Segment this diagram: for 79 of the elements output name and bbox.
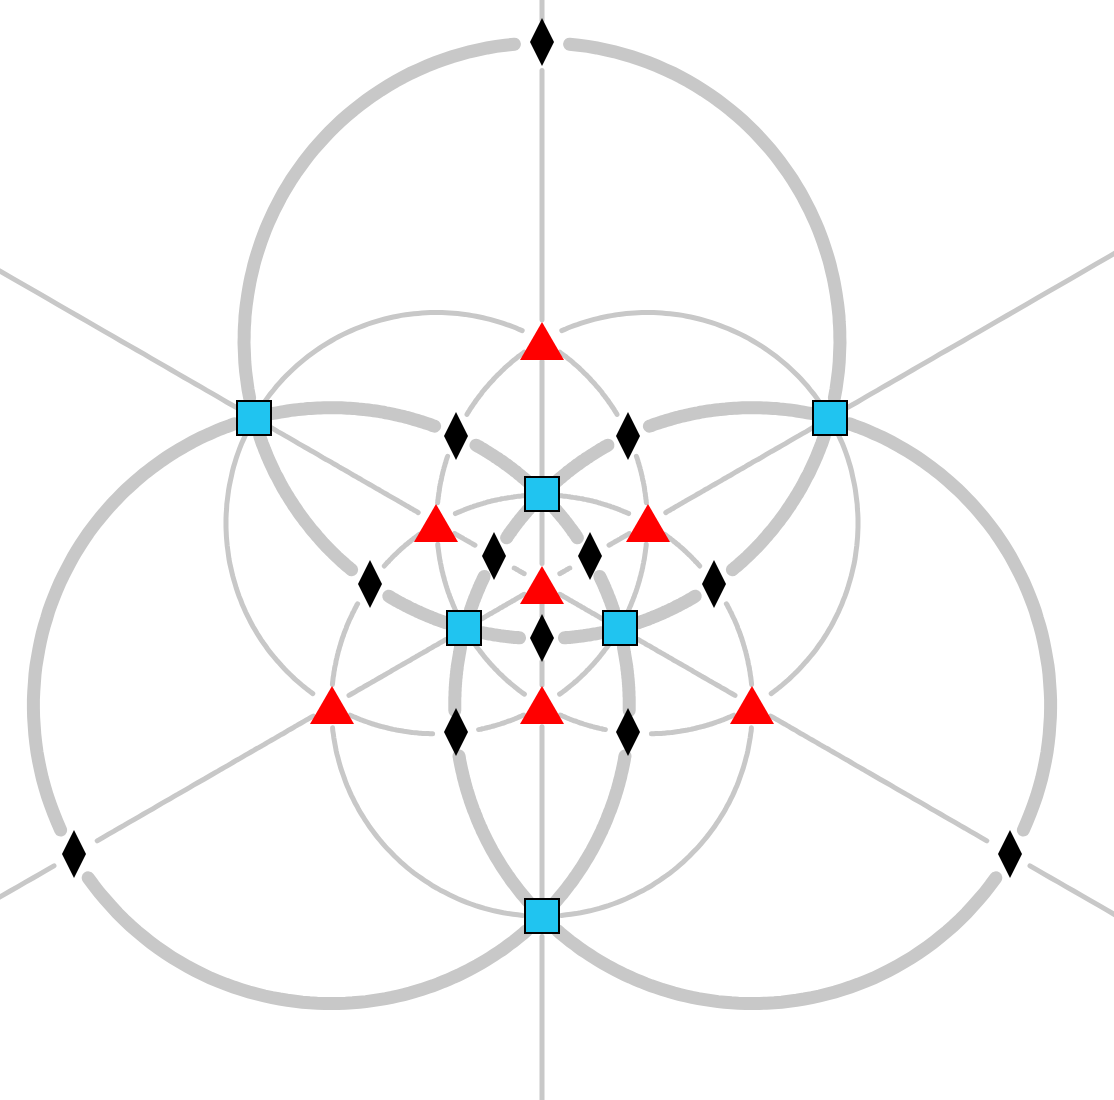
diamond-marker xyxy=(482,532,507,581)
arc-line xyxy=(539,67,545,323)
arc-line xyxy=(557,565,573,577)
arc-line xyxy=(500,502,536,545)
arc-line xyxy=(452,749,536,909)
arc-line xyxy=(563,37,847,405)
arc-line xyxy=(606,531,632,548)
arc-line xyxy=(558,725,754,918)
square-marker xyxy=(524,898,560,935)
triangle-marker xyxy=(520,565,564,603)
arc-line xyxy=(381,531,423,569)
triangle-marker xyxy=(520,686,564,725)
diamond-marker xyxy=(530,18,554,67)
arc-line xyxy=(550,871,1003,1011)
arc-line xyxy=(330,725,526,918)
arc-line xyxy=(464,349,527,417)
arc-line xyxy=(557,493,632,517)
arc-line xyxy=(237,37,521,405)
diamond-marker xyxy=(358,560,382,608)
arc-line xyxy=(539,658,545,688)
arc-line xyxy=(26,417,241,837)
arc-line xyxy=(557,349,620,417)
arc-line xyxy=(557,712,608,733)
arc-line xyxy=(435,453,451,506)
arc-line xyxy=(539,511,545,566)
arc-line xyxy=(768,432,861,697)
arc-line xyxy=(633,453,649,506)
arc-line xyxy=(539,724,545,901)
arc-line xyxy=(346,635,451,698)
triangle-marker xyxy=(625,504,670,543)
arc-line xyxy=(557,591,606,622)
diamond-marker xyxy=(616,708,640,757)
diamond-marker xyxy=(444,708,468,757)
arc-line xyxy=(557,641,612,697)
diamond-marker xyxy=(702,560,726,608)
diamond-marker xyxy=(61,830,86,879)
arc-line xyxy=(648,712,737,737)
arc-line xyxy=(472,641,527,697)
triangle-marker xyxy=(520,321,564,360)
square-marker xyxy=(601,610,638,647)
square-marker xyxy=(236,399,273,436)
square-marker xyxy=(446,610,483,647)
diamond-marker xyxy=(530,614,554,663)
arc-line xyxy=(539,602,545,619)
diamond-marker xyxy=(616,411,640,460)
diamond-marker xyxy=(444,411,468,460)
arc-line xyxy=(223,432,316,697)
arc-line xyxy=(347,712,436,737)
diamond-marker xyxy=(577,532,602,581)
arc-line xyxy=(559,310,822,405)
arc-line xyxy=(329,601,361,687)
diamond-marker xyxy=(998,830,1023,879)
arc-line xyxy=(452,493,527,517)
arc-line xyxy=(452,531,478,548)
square-marker xyxy=(811,399,848,436)
arc-line xyxy=(625,541,649,615)
triangle-marker xyxy=(414,504,459,543)
triangle-marker xyxy=(309,686,354,725)
arc-line xyxy=(539,358,545,479)
arc-line xyxy=(723,601,755,687)
arc-line xyxy=(478,591,527,622)
arc-line xyxy=(94,713,316,844)
arc-line xyxy=(633,635,738,698)
arc-line xyxy=(81,871,534,1011)
arc-line xyxy=(435,541,459,615)
arc-line xyxy=(539,0,545,23)
arc-line xyxy=(768,713,990,844)
square-marker xyxy=(524,476,560,513)
arc-line xyxy=(661,531,703,569)
arc-line xyxy=(511,565,527,577)
arc-line xyxy=(843,417,1058,837)
arc-line xyxy=(262,310,525,405)
arc-line xyxy=(548,749,632,909)
triangle-marker xyxy=(730,686,775,725)
arc-line xyxy=(469,438,535,489)
arc-line xyxy=(548,502,584,545)
arc-line xyxy=(549,438,615,489)
arc-line xyxy=(539,934,545,1100)
arc-line xyxy=(476,712,527,733)
